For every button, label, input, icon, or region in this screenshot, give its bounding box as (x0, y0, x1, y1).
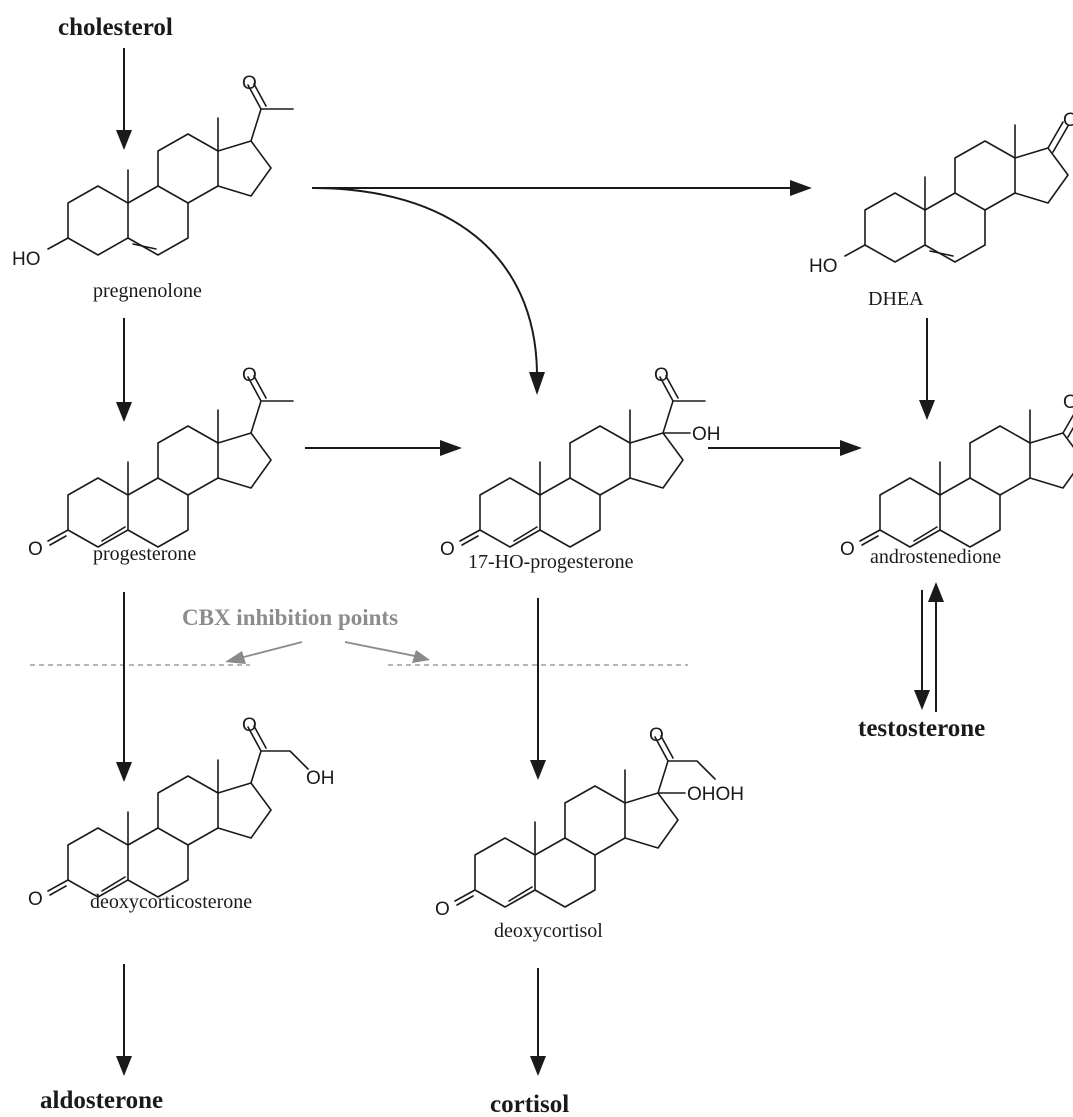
arrow-androstenedione-to-testosterone (914, 590, 930, 710)
progesterone-structure: O O (28, 365, 294, 560)
label-cortisol: cortisol (490, 1091, 569, 1117)
arrow-pregnenolone-to-dhea (312, 180, 812, 196)
atom-o: O (435, 899, 450, 920)
cbx-arrow-left (225, 641, 303, 664)
atom-ho: HO (12, 249, 41, 270)
arrow-pregnenolone-to-17-ho-progesterone (311, 187, 545, 395)
atom-o: O (28, 889, 43, 910)
label-progesterone: progesterone (93, 543, 196, 565)
atom-ohoh: OHOH (687, 784, 744, 805)
label-androstenedione: androstenedione (870, 546, 1001, 568)
arrow-pregnenolone-to-progesterone (116, 318, 132, 422)
deoxycorticosterone-structure: O O OH (28, 715, 335, 910)
arrow-cholesterol-to-pregnenolone (116, 48, 132, 150)
label-pregnenolone: pregnenolone (93, 280, 202, 302)
arrow-testosterone-to-androstenedione (928, 582, 944, 712)
atom-o: O (28, 539, 43, 560)
label-cholesterol: cholesterol (58, 14, 173, 41)
atom-o: O (1063, 110, 1073, 131)
deoxycortisol-structure: O O OHOH (435, 725, 744, 920)
label-aldosterone: aldosterone (40, 1087, 163, 1114)
17-ho-progesterone-structure: O O OH (440, 365, 721, 560)
arrow-17-ho-progesterone-to-deoxycortisol (530, 598, 546, 780)
atom-o: O (840, 539, 855, 560)
atom-o: O (242, 73, 257, 94)
label-deoxycorticosterone: deoxycorticosterone (90, 891, 252, 913)
label-deoxycortisol: deoxycortisol (494, 920, 603, 942)
label-cbx-inhibition: CBX inhibition points (182, 605, 398, 630)
arrow-deoxycortisol-to-cortisol (530, 968, 546, 1076)
atom-o: O (242, 365, 257, 386)
arrow-progesterone-to-deoxycorticosterone (116, 592, 132, 782)
atom-o: O (654, 365, 669, 386)
arrow-deoxycorticosterone-to-aldosterone (116, 964, 132, 1076)
cbx-arrow-right (344, 641, 430, 663)
arrow-dhea-to-androstenedione (919, 318, 935, 420)
atom-ho: HO (809, 256, 838, 277)
label-dhea: DHEA (868, 288, 924, 310)
atom-oh: OH (306, 768, 335, 789)
pregnenolone-structure: HO O (12, 73, 294, 270)
dhea-structure: HO O (809, 110, 1073, 277)
arrow-17-ho-progesterone-to-androstenedione (708, 440, 862, 456)
label-17-ho-progesterone: 17-HO-progesterone (468, 551, 634, 573)
atom-o: O (1063, 392, 1073, 413)
arrow-progesterone-to-17-ho-progesterone (305, 440, 462, 456)
atom-o: O (649, 725, 664, 746)
atom-oh: OH (692, 424, 721, 445)
label-testosterone: testosterone (858, 715, 985, 742)
atom-o: O (440, 539, 455, 560)
atom-o: O (242, 715, 257, 736)
androstenedione-structure: O O (840, 392, 1073, 560)
